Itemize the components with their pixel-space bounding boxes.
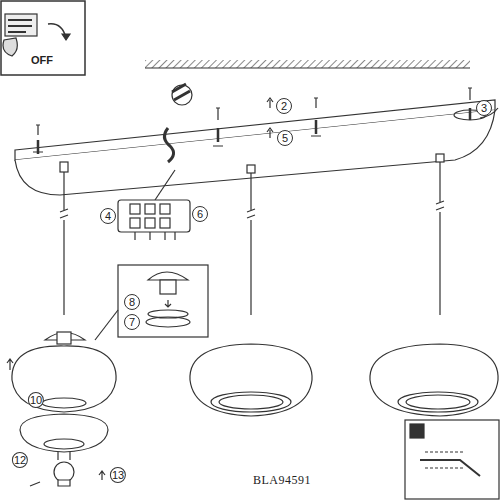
callout-number: 10: [28, 392, 44, 408]
callout-number: 8: [124, 294, 140, 310]
model-code: BLA94591: [251, 473, 313, 487]
callout-number: 5: [277, 130, 293, 146]
callout-number: 3: [476, 100, 492, 116]
callout-number: 7: [124, 314, 140, 330]
callout-number: 13: [110, 467, 126, 483]
callout-number: 6: [192, 206, 208, 222]
callout-number: 4: [100, 208, 116, 224]
step-label: OFF: [30, 54, 54, 67]
callout-number: 2: [276, 98, 292, 114]
callout-number: 12: [12, 452, 28, 468]
